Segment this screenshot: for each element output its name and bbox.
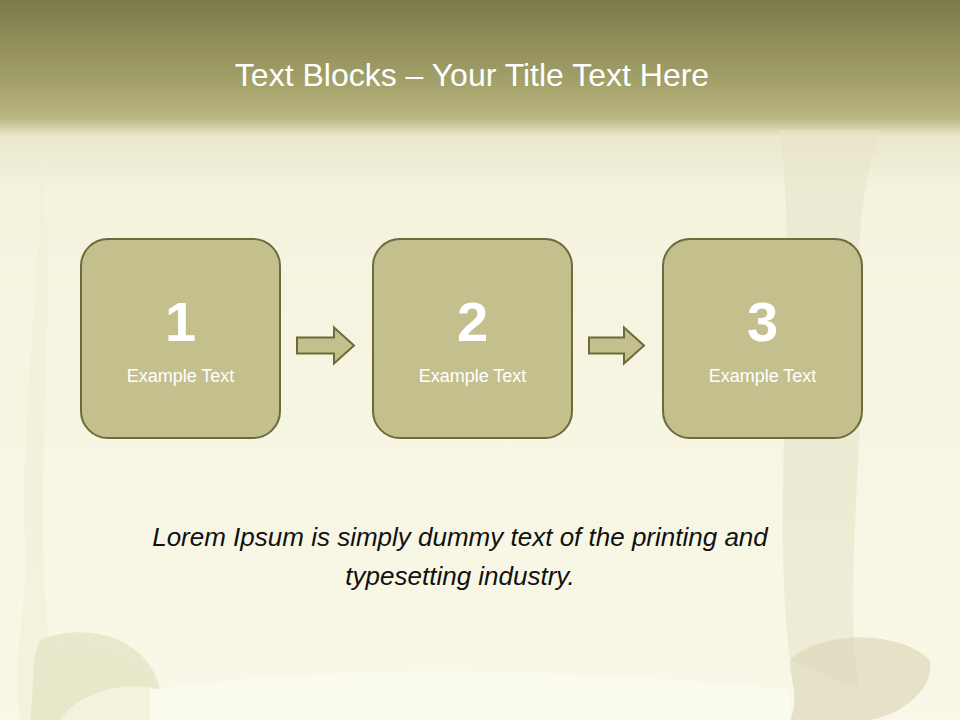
step-box: 1Example Text <box>80 238 281 439</box>
scroll-curl-right <box>790 638 930 720</box>
scroll-curl-left <box>30 632 160 720</box>
step-box: 3Example Text <box>662 238 863 439</box>
step-number: 1 <box>165 290 196 354</box>
slide-title: Text Blocks – Your Title Text Here <box>0 52 944 98</box>
step-label: Example Text <box>709 364 817 388</box>
step-label: Example Text <box>127 364 235 388</box>
step-number: 2 <box>457 290 488 354</box>
block-arrow <box>297 328 354 364</box>
step-number: 3 <box>747 290 778 354</box>
step-label: Example Text <box>419 364 527 388</box>
block-arrow <box>589 328 644 364</box>
step-box: 2Example Text <box>372 238 573 439</box>
caption-text: Lorem Ipsum is simply dummy text of the … <box>105 518 815 596</box>
scroll-bottom-edge <box>150 671 790 720</box>
